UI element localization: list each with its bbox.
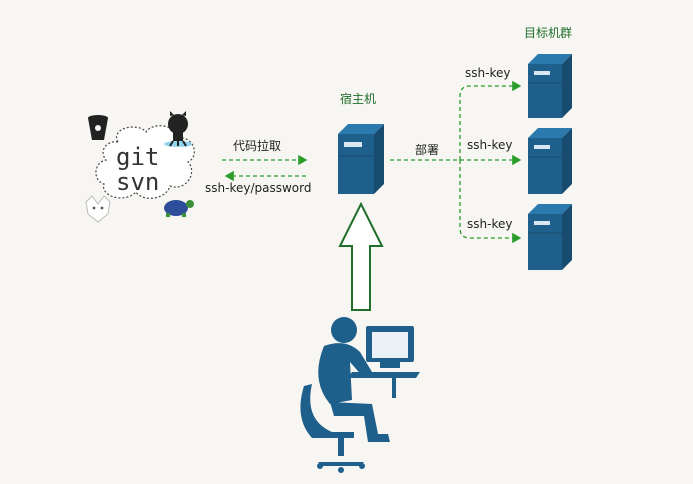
host-server-icon (338, 124, 384, 194)
ssh-key-label-3: ssh-key (467, 217, 513, 231)
big-up-arrow (338, 201, 384, 311)
deploy-label: 部署 (415, 143, 440, 157)
target-server-3-icon (528, 204, 572, 270)
github-octocat-icon (164, 111, 192, 147)
pull-code-label: 代码拉取 (233, 139, 282, 153)
pull-auth-label: ssh-key/password (205, 181, 312, 195)
tortoise-icon (164, 200, 194, 217)
target-server-1-icon (528, 54, 572, 118)
host-title: 宿主机 (340, 92, 377, 106)
cloud-svn-text: svn (116, 168, 159, 196)
cloud-git-text: git (116, 143, 159, 171)
deploy-connectors (390, 80, 522, 244)
user-at-computer-icon (300, 317, 420, 473)
bucket-icon (88, 115, 108, 140)
ssh-key-label-2: ssh-key (467, 138, 513, 152)
targets-title: 目标机群 (524, 26, 573, 40)
ssh-key-label-1: ssh-key (465, 66, 511, 80)
fox-icon (85, 195, 111, 223)
target-server-2-icon (528, 128, 572, 194)
